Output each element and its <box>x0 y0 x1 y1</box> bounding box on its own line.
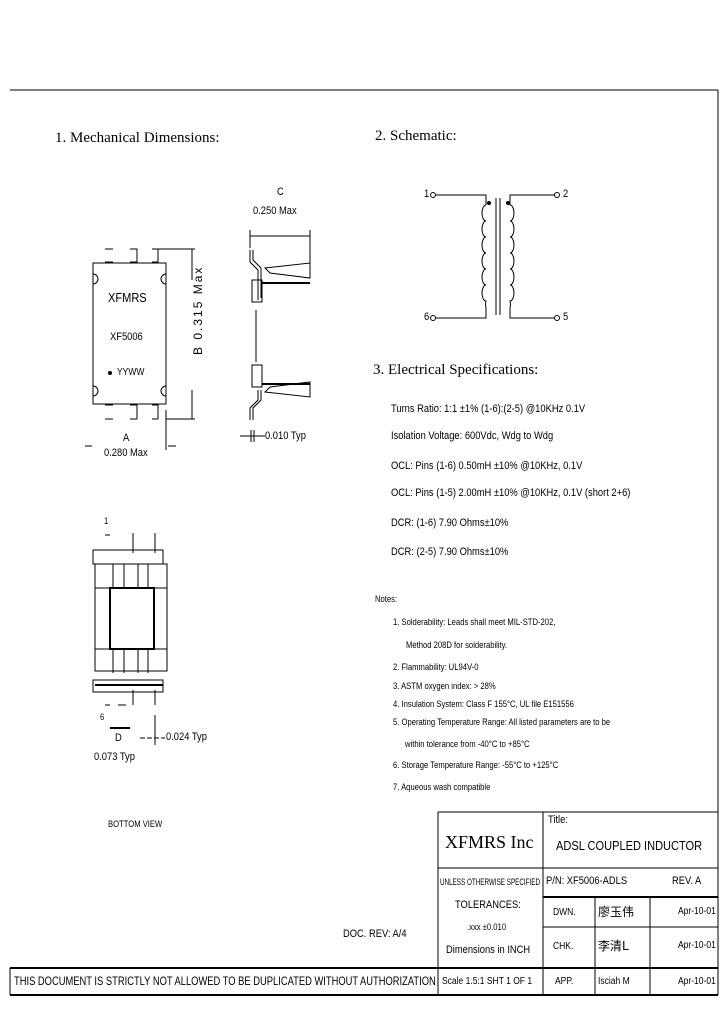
disclaimer: THIS DOCUMENT IS STRICTLY NOT ALLOWED TO… <box>14 974 436 988</box>
dim-d-value: 0.073 Typ <box>94 751 135 763</box>
dim-c-value: 0.250 Max <box>253 205 297 217</box>
dim-a-label: A <box>123 432 130 444</box>
note-item: 3. ASTM oxygen index: > 28% <box>393 681 496 691</box>
note-item: 5. Operating Temperature Range: All list… <box>393 717 611 727</box>
date-dwn: Apr-10-01 <box>678 906 716 917</box>
dim-d-label: D <box>115 732 122 744</box>
spec-turns-ratio: Turns Ratio: 1:1 ±1% (1-6):(2-5) @10KHz … <box>391 403 586 415</box>
spec-dcr-1: DCR: (1-6) 7.90 Ohms±10% <box>391 517 509 529</box>
role-app: APP. <box>555 976 574 987</box>
schematic-pin-2: 2 <box>563 188 569 200</box>
marking-date: YYWW <box>117 367 145 378</box>
role-dwn: DWN. <box>553 907 576 918</box>
dim-b-label: B <box>191 344 205 355</box>
note-item: Method 208D for solderability. <box>406 640 508 650</box>
note-item: 6. Storage Temperature Range: -55°C to +… <box>393 760 559 770</box>
date-chk: Apr-10-01 <box>678 940 716 951</box>
bottom-view-label: BOTTOM VIEW <box>108 819 163 829</box>
doc-revision: DOC. REV: A/4 <box>343 928 407 940</box>
schematic-pin-5: 5 <box>563 311 569 323</box>
pin1-label: 1 <box>104 516 109 526</box>
spec-ocl-2: OCL: Pins (1-5) 2.00mH ±10% @10KHz, 0.1V… <box>391 487 631 499</box>
marking-brand: XFMRS <box>108 290 147 305</box>
signature-dwn: 廖玉伟 <box>598 905 635 919</box>
bottom-view-outline <box>92 533 168 745</box>
section-heading-mechanical: 1. Mechanical Dimensions: <box>55 130 220 146</box>
signature-chk: 李清L <box>598 939 629 953</box>
dimensions-unit: Dimensions in INCH <box>446 944 531 956</box>
company-name: XFMRS Inc <box>445 832 534 852</box>
tolerances-label: TOLERANCES: <box>455 899 521 911</box>
date-app: Apr-10-01 <box>678 976 716 987</box>
tolerance-value: .xxx ±0.010 <box>467 922 507 932</box>
marking-part: XF5006 <box>110 331 143 343</box>
spec-isolation: Isolation Voltage: 600Vdc, Wdg to Wdg <box>391 430 554 442</box>
title-label: Title: <box>548 814 568 826</box>
schematic-pin-1: 1 <box>424 188 430 200</box>
note-item: 4. Insulation System: Class F 155°C, UL … <box>393 699 574 709</box>
scale-sheet: Scale 1.5:1 SHT 1 OF 1 <box>442 976 533 987</box>
spec-ocl-1: OCL: Pins (1-6) 0.50mH ±10% @10KHz, 0.1V <box>391 460 583 472</box>
notes-title: Notes: <box>375 594 398 604</box>
section-heading-electrical: 3. Electrical Specifications: <box>373 362 539 378</box>
role-chk: CHK. <box>553 941 574 952</box>
dim-b-text: 0.315 Max <box>191 265 205 340</box>
schematic-pin-6: 6 <box>424 311 430 323</box>
frame <box>9 89 719 996</box>
note-item: within tolerance from -40°C to +85°C <box>405 739 530 749</box>
revision: REV. A <box>672 875 702 887</box>
unless-specified: UNLESS OTHERWISE SPECIFIED <box>440 877 541 887</box>
dim-c-label: C <box>277 186 284 198</box>
side-view-outline <box>240 230 311 442</box>
spec-dcr-2: DCR: (2-5) 7.90 Ohms±10% <box>391 546 509 558</box>
section-heading-schematic: 2. Schematic: <box>375 128 457 144</box>
dim-b-value: B 0.315 Max <box>191 266 205 355</box>
note-item: 7. Aqueous wash compatible <box>393 782 491 792</box>
pad-width: 0.024 Typ <box>166 731 207 743</box>
note-item: 1. Solderability: Leads shall meet MIL-S… <box>393 617 556 627</box>
transformer-schematic <box>430 192 560 321</box>
signature-app: Isciah M <box>598 976 630 987</box>
title-block-grid <box>437 811 718 995</box>
note-item: 2. Flammability: UL94V-0 <box>393 662 479 672</box>
drawing-title: ADSL COUPLED INDUCTOR <box>556 838 703 853</box>
dim-a-value: 0.280 Max <box>104 447 148 459</box>
pin6-label: 6 <box>100 712 105 722</box>
part-number: P/N: XF5006-ADLS <box>546 875 628 887</box>
top-view-outline <box>85 248 195 450</box>
lead-thickness: 0.010 Typ <box>265 430 306 442</box>
